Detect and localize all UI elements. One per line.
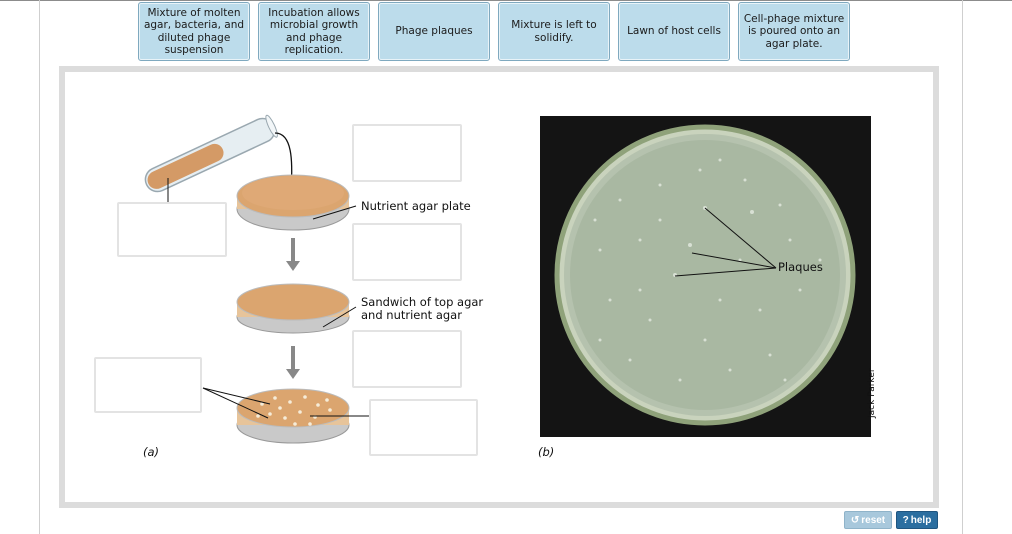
label-left-to-solidify[interactable]: Mixture is left to solidify.: [498, 2, 610, 61]
nutrient-agar-plate-label: Nutrient agar plate: [361, 199, 471, 213]
part-a-label: (a): [143, 445, 160, 459]
petri-dish-photo: [540, 116, 871, 437]
drop-target-4[interactable]: [352, 330, 462, 388]
label-lawn-of-host-cells[interactable]: Lawn of host cells: [618, 2, 730, 61]
drop-target-5[interactable]: [94, 357, 202, 413]
help-button[interactable]: ?help: [896, 511, 938, 529]
right-rule: [962, 0, 963, 534]
left-rule: [39, 0, 40, 534]
petri-dish-1: [236, 174, 350, 231]
drop-target-1[interactable]: [352, 124, 462, 182]
test-tube-icon: [144, 114, 278, 193]
help-icon: ?: [902, 514, 909, 526]
petri-dish-2: [236, 283, 350, 334]
part-b-label: (b): [538, 445, 555, 459]
drop-target-3[interactable]: [352, 223, 462, 281]
label-poured-onto-plate[interactable]: Cell-phage mixture is poured onto an aga…: [738, 2, 850, 61]
sandwich-label-line1: Sandwich of top agar: [361, 295, 484, 309]
label-phage-plaques[interactable]: Phage plaques: [378, 2, 490, 61]
photo-credit: Jack Parker: [867, 368, 877, 418]
top-rule: [0, 0, 1012, 1]
reset-icon: ↺: [850, 514, 860, 526]
label-incubation[interactable]: Incubation allows microbial growth and p…: [258, 2, 370, 61]
reset-button[interactable]: ↺reset: [844, 511, 892, 529]
drop-target-6[interactable]: [369, 399, 478, 456]
plaques-label: Plaques: [778, 260, 823, 274]
label-mixture-molten-agar[interactable]: Mixture of molten agar, bacteria, and di…: [138, 2, 250, 61]
sandwich-label-line2: and nutrient agar: [361, 308, 462, 322]
drop-target-2[interactable]: [117, 202, 227, 257]
